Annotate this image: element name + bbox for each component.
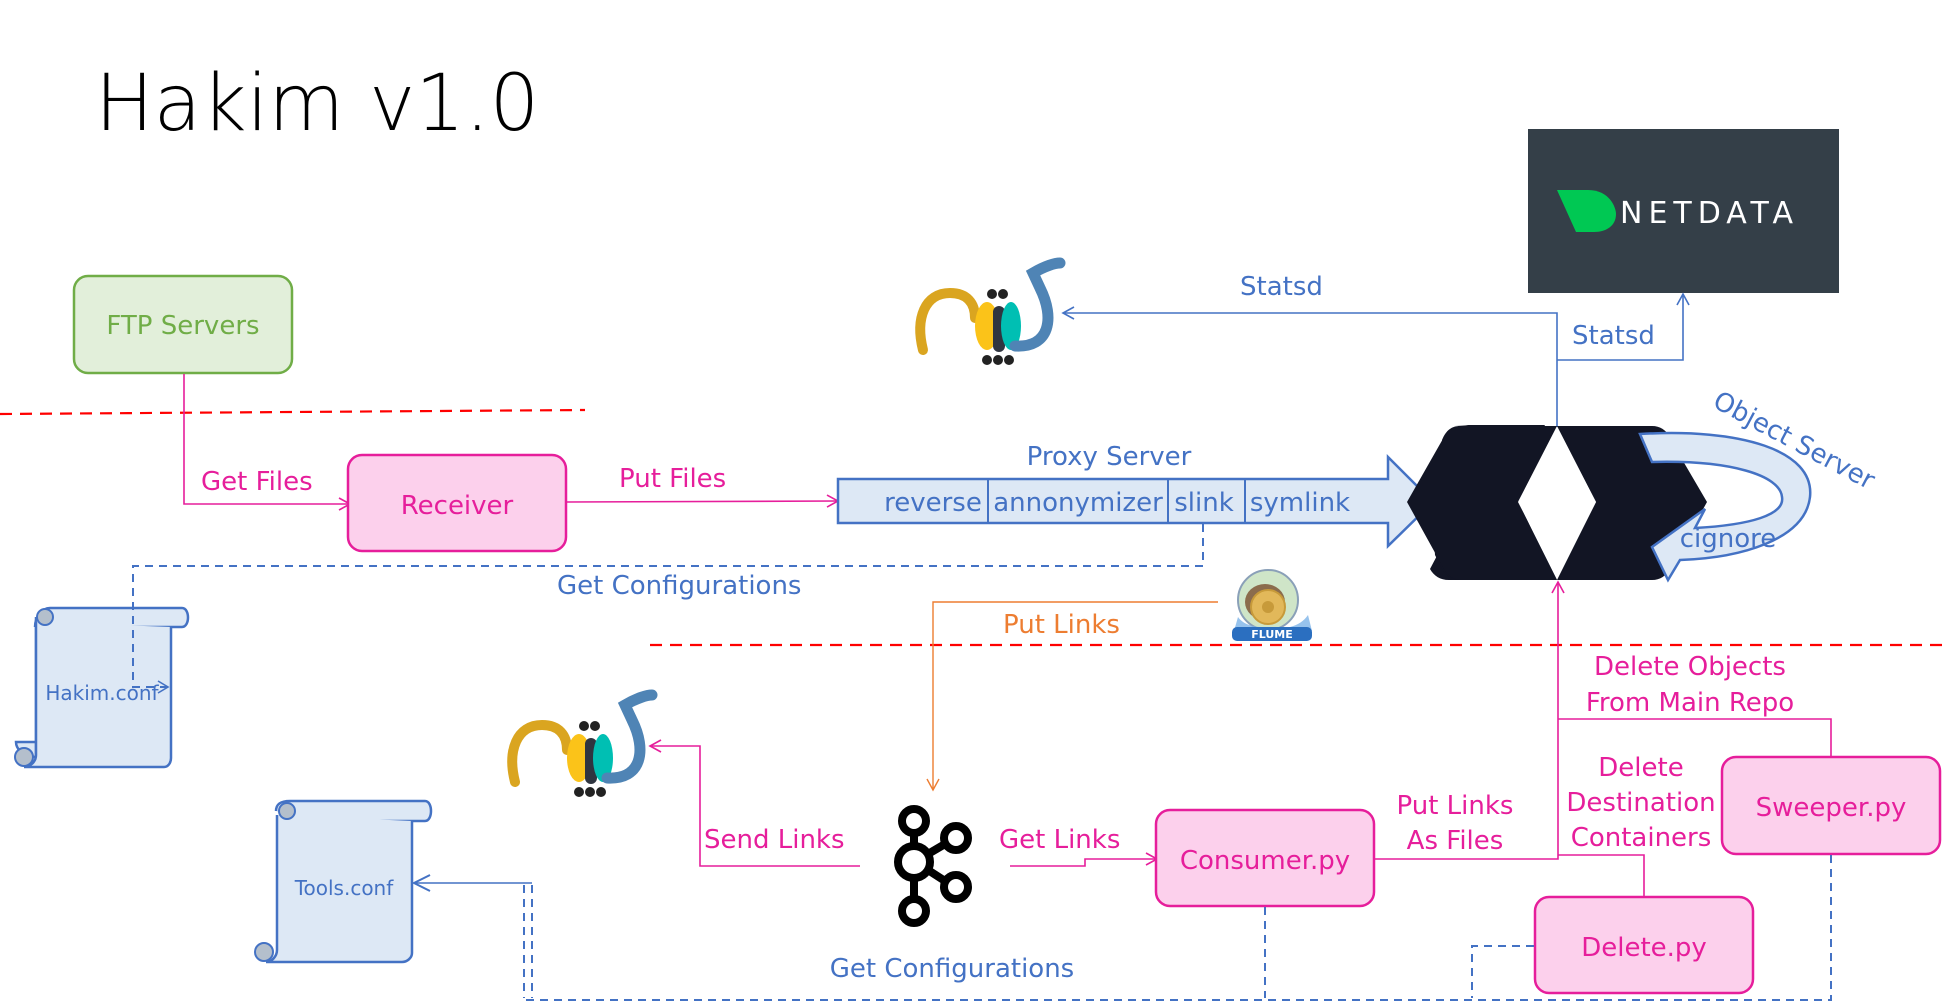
node-receiver: Receiver — [346, 453, 568, 553]
flume-wordmark: FLUME — [1251, 628, 1293, 641]
proxy-server-label: Proxy Server — [1027, 442, 1192, 472]
edge-delete-objects — [1558, 718, 1832, 757]
node-sweeper: Sweeper.py — [1720, 755, 1942, 856]
dashboard-logo-bottom — [507, 689, 658, 797]
proxy-segment-reverse: reverse — [884, 488, 982, 518]
sweeper-label: Sweeper.py — [1756, 793, 1907, 823]
edge-label-get-configurations-top: Get Configurations — [557, 571, 801, 601]
proxy-server: Proxy Server reverse annonymizer slink s… — [836, 442, 1435, 549]
edge-delete-containers — [1558, 854, 1645, 897]
edge-label-statsd-right: Statsd — [1572, 321, 1655, 351]
edge-label-put-files: Put Files — [619, 464, 726, 494]
edge-label-get-configurations-bottom: Get Configurations — [830, 954, 1074, 984]
edge-label-send-links: Send Links — [704, 825, 845, 855]
page-title: Hakim v1.0 — [95, 59, 539, 149]
hakim-conf-label: Hakim.conf — [45, 681, 159, 705]
dash-delete — [1471, 945, 1534, 998]
edge-label-delete-containers-2: Destination — [1566, 788, 1715, 818]
edge-label-put-links-as-files-2: As Files — [1407, 826, 1504, 856]
edge-label-get-links: Get Links — [999, 825, 1120, 855]
node-delete: Delete.py — [1533, 895, 1755, 995]
edge-label-delete-objects-2: From Main Repo — [1586, 688, 1794, 718]
edge-label-put-links-as-files-1: Put Links — [1397, 791, 1514, 821]
netdata-leaf-icon — [1557, 190, 1616, 232]
edge-statsd-to-netdata — [1557, 292, 1690, 361]
edge-label-delete-containers-1: Delete — [1598, 753, 1683, 783]
object-server-loop-label: cignore — [1680, 524, 1777, 554]
netdata-wordmark: NETDATA — [1620, 196, 1799, 231]
config-file-hakim: Hakim.conf — [14, 606, 190, 769]
edge-label-get-files: Get Files — [201, 467, 313, 497]
arrow-head — [157, 680, 170, 694]
edge-statsd-to-dashboard — [1061, 306, 1558, 427]
kafka-logo — [894, 805, 972, 927]
edge-put-links — [926, 601, 1218, 792]
edge-get-configurations-bottom — [526, 855, 1832, 1001]
consumer-label: Consumer.py — [1180, 846, 1350, 876]
edge-get-configurations-top — [132, 524, 1204, 688]
edge-label-put-links: Put Links — [1003, 610, 1120, 640]
edge-send-links — [648, 739, 860, 867]
dashboard-logo-top — [915, 257, 1066, 365]
edge-label-delete-objects-1: Delete Objects — [1594, 652, 1786, 682]
netdata-logo: NETDATA — [1528, 129, 1839, 293]
boundary-line-top — [0, 408, 586, 416]
config-file-tools: Tools.conf — [254, 799, 433, 964]
proxy-segment-symlink: symlink — [1250, 488, 1350, 518]
object-server-diamond-icon — [1518, 428, 1596, 578]
ftp-servers-label: FTP Servers — [106, 311, 259, 341]
node-consumer: Consumer.py — [1154, 808, 1376, 908]
receiver-label: Receiver — [401, 491, 514, 521]
flume-logo: FLUME — [1232, 569, 1312, 641]
tools-conf-label: Tools.conf — [294, 876, 395, 900]
proxy-segment-slink: slink — [1174, 488, 1234, 518]
delete-label: Delete.py — [1581, 933, 1707, 963]
edge-get-links — [1010, 852, 1159, 867]
edge-label-statsd-left: Statsd — [1240, 272, 1323, 302]
edge-get-files — [183, 374, 352, 511]
node-ftp-servers: FTP Servers — [72, 274, 294, 375]
edge-label-delete-containers-3: Containers — [1571, 823, 1712, 853]
edge-put-files — [566, 494, 840, 508]
proxy-segment-annonymizer: annonymizer — [993, 488, 1163, 518]
edge-put-links-as-files — [1375, 580, 1565, 860]
